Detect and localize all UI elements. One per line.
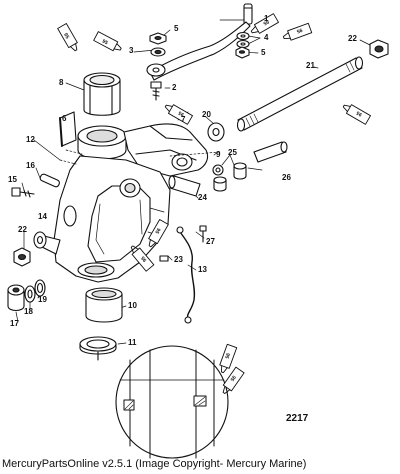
callout-11: 11 — [128, 338, 137, 347]
lube-tube-label: 95 — [153, 227, 161, 235]
lube-tube-label: 95 — [223, 352, 231, 359]
part-3-washer — [150, 47, 166, 57]
lube-tube: 95 — [342, 104, 371, 125]
callout-14: 14 — [38, 212, 47, 221]
lube-tube-label: 95 — [101, 38, 109, 46]
lube-tube-label: 95 — [296, 27, 303, 35]
callout-15: 15 — [8, 175, 17, 184]
part-21-tilt-tube — [236, 56, 364, 132]
part-23-clip — [159, 255, 169, 262]
callout-8: 8 — [59, 78, 64, 87]
callout-3: 3 — [129, 46, 134, 55]
part-15-bolt — [11, 187, 35, 198]
callout-24: 24 — [198, 193, 207, 202]
part-1-upper-pin — [243, 3, 253, 25]
figure-number: 2217 — [286, 413, 309, 424]
lube-tube: 95 — [250, 13, 279, 34]
part-22-nut-right — [369, 39, 389, 59]
callout-2: 2 — [172, 83, 177, 92]
part-2-bolt — [150, 81, 162, 101]
part-20-washer — [207, 122, 225, 142]
lube-tube: 95 — [222, 366, 245, 394]
detail-view-circle — [97, 345, 229, 459]
part-8-upper-bushing — [83, 72, 121, 116]
callout-22-right: 22 — [348, 34, 357, 43]
lube-tube: 95 — [148, 219, 169, 248]
callout-9: 9 — [216, 150, 221, 159]
lube-tube-label: 95 — [177, 109, 185, 117]
part-19-seal — [34, 279, 46, 297]
callout-10: 10 — [128, 301, 137, 310]
part-24-spacer — [168, 175, 201, 197]
lube-tube-label: 95 — [140, 255, 148, 263]
part-16-pin — [39, 173, 60, 188]
hidden-lines — [59, 149, 221, 165]
part-4-washers — [236, 31, 250, 49]
part-6-shim — [59, 111, 77, 147]
part-25-spacers — [213, 162, 247, 192]
lube-tube: 95 — [282, 22, 313, 41]
part-5-nut-right — [235, 46, 250, 59]
lube-tube-label: 95 — [228, 374, 236, 382]
part-18-seal — [24, 285, 36, 303]
callout-16: 16 — [26, 161, 35, 170]
footer-copyright: MercuryPartsOnline v2.5.1 (Image Copyrig… — [2, 458, 307, 470]
callout-13: 13 — [198, 265, 207, 274]
callout-1: 1 — [264, 14, 269, 23]
part-9-bushing — [212, 164, 224, 176]
part-22-nut-left — [13, 247, 31, 267]
callout-19: 19 — [38, 295, 47, 304]
callout-5-top: 5 — [174, 24, 179, 33]
lube-tube: 95 — [130, 245, 155, 272]
lubricant-tubes: 95 95 95 95 95 95 95 — [57, 13, 371, 394]
part-17-cap — [7, 284, 25, 312]
lube-tube-label: 95 — [355, 109, 363, 117]
callout-4: 4 — [264, 33, 269, 42]
callout-27: 27 — [206, 237, 215, 246]
lube-tube: 95 — [164, 104, 193, 125]
part-14-washer — [33, 231, 47, 249]
lube-tube: 95 — [57, 23, 78, 52]
callout-7: 7 — [181, 115, 186, 124]
callout-18: 18 — [24, 307, 33, 316]
part-5-nut-top — [149, 32, 167, 45]
callout-22-left: 22 — [18, 225, 27, 234]
callout-17: 17 — [10, 319, 19, 328]
lube-tube: 95 — [93, 31, 122, 52]
part-10-lower-bushing — [85, 287, 123, 323]
lube-tube: 95 — [219, 343, 238, 374]
lube-tube-label: 95 — [262, 18, 270, 26]
part-27-screw — [199, 225, 207, 243]
steering-arm — [146, 21, 251, 81]
lube-tube-label: 95 — [62, 32, 70, 40]
callout-5-right: 5 — [261, 48, 266, 57]
callout-25: 25 — [228, 148, 237, 157]
part-11-seal-ring — [79, 336, 117, 355]
callout-12: 12 — [26, 135, 35, 144]
part-26-pin — [253, 141, 288, 163]
callout-6: 6 — [62, 114, 67, 123]
callout-23: 23 — [174, 255, 183, 264]
callout-20: 20 — [202, 110, 211, 119]
part-13-ground-wire — [176, 226, 196, 324]
callout-21: 21 — [306, 61, 315, 70]
callout-26: 26 — [282, 173, 291, 182]
